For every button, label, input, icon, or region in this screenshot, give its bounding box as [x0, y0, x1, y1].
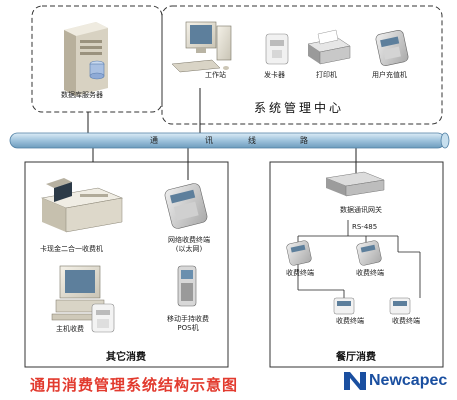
card-issuer-label: 发卡器 — [264, 71, 285, 79]
other-consumption-frame — [24, 161, 229, 368]
host-pc-icon — [51, 265, 109, 321]
cash-card-label: 卡现金二合一收费机 — [40, 245, 103, 253]
mobile-pos-icon — [177, 265, 197, 307]
receipt-terminal-icon — [91, 303, 115, 333]
other-consumption-title: 其它消费 — [106, 352, 146, 363]
bus-char-4: 路 — [300, 136, 308, 145]
newcapec-logo-icon — [344, 372, 366, 390]
brand: Newcapec — [344, 372, 447, 390]
terminal-label-2: 收费终端 — [356, 269, 384, 277]
restaurant-terminal-3-icon — [333, 297, 355, 315]
workstation-label: 工作站 — [205, 71, 226, 79]
mobile-pos-label: 移动手持收费 POS机 — [167, 315, 209, 332]
terminal-label-1: 收费终端 — [286, 269, 314, 277]
card-issuer-icon — [265, 33, 289, 65]
restaurant-consumption-title: 餐厅消费 — [336, 352, 376, 363]
workstation-icon — [171, 21, 232, 73]
management-center-title: 系统管理中心 — [254, 101, 345, 115]
restaurant-terminal-4-icon — [389, 297, 411, 315]
bus-char-3: 线 — [248, 136, 256, 145]
printer-icon — [307, 29, 351, 65]
bus-char-2: 讯 — [205, 136, 213, 145]
terminal-label-4: 收费终端 — [392, 317, 420, 325]
gateway-label: 数据通讯网关 — [340, 206, 382, 214]
diagram-caption: 通用消费管理系统结构示意图 — [30, 376, 239, 394]
recharge-label: 用户充值机 — [372, 71, 407, 79]
management-center-frame — [161, 5, 443, 125]
database-server-icon — [64, 22, 108, 96]
host-charge-label: 主机收费 — [56, 325, 84, 333]
rs485-label: RS-485 — [352, 223, 378, 231]
terminal-label-3: 收费终端 — [336, 317, 364, 325]
db-server-label: 数据库服务器 — [61, 91, 103, 99]
printer-label: 打印机 — [316, 71, 337, 79]
cash-register-icon — [40, 178, 124, 233]
brand-name: Newcapec — [369, 372, 448, 389]
communication-bus — [9, 132, 450, 149]
restaurant-terminal-1-icon — [286, 240, 312, 266]
recharge-machine-icon — [375, 30, 409, 66]
bus-char-1: 通 — [150, 136, 158, 145]
network-terminal-icon — [164, 183, 208, 229]
db-server-frame — [31, 5, 163, 113]
network-terminal-label: 网络收费终端 (以太网) — [168, 236, 210, 253]
restaurant-terminal-2-icon — [356, 240, 382, 266]
gateway-icon — [325, 171, 385, 197]
